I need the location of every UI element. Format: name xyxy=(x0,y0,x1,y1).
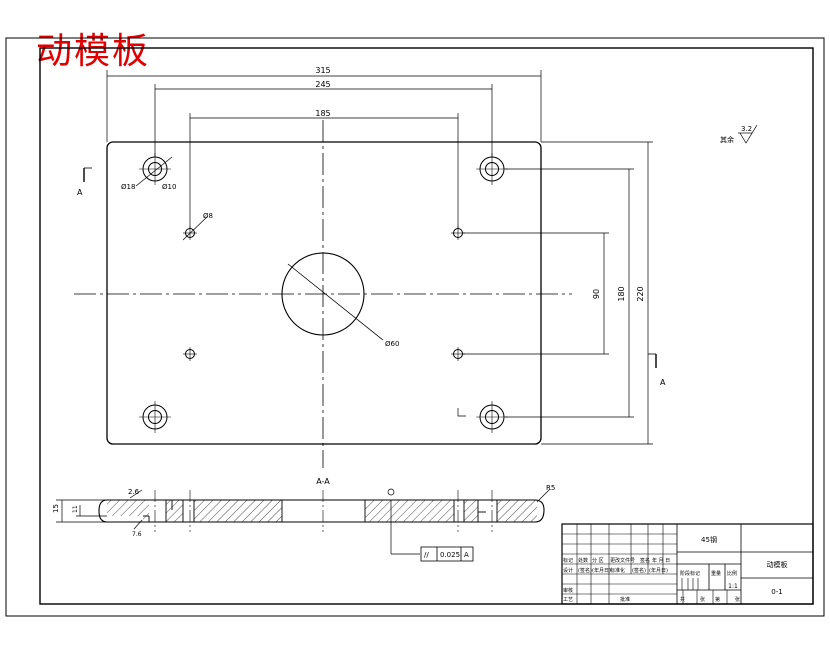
svg-text:工艺: 工艺 xyxy=(563,597,573,603)
dim-hole-span-height: 180 xyxy=(617,286,626,301)
svg-text:(年月日): (年月日) xyxy=(649,567,668,574)
title-block-material: 45钢 xyxy=(701,535,717,544)
thickness-dim xyxy=(56,499,107,523)
svg-text:签名: 签名 xyxy=(640,557,650,564)
small-hole-bl xyxy=(183,347,197,361)
svg-text:处数: 处数 xyxy=(578,557,588,564)
drawing-title: 动模板 xyxy=(36,31,151,72)
svg-text:更改文件号: 更改文件号 xyxy=(610,557,635,564)
svg-text:标记: 标记 xyxy=(563,557,573,564)
svg-text:(年月日): (年月日) xyxy=(592,567,611,574)
small-hole-br xyxy=(451,347,465,361)
dim-hole-span-width: 245 xyxy=(315,80,330,89)
surface-finish xyxy=(738,124,758,144)
tolerance-frame xyxy=(420,546,474,562)
tolerance-datum: A xyxy=(464,551,469,559)
dim-overall-height: 220 xyxy=(636,286,645,301)
small-hole-tr xyxy=(451,226,465,240)
section-view xyxy=(98,490,545,532)
dim-small-hole: Ø8 xyxy=(203,212,213,220)
title-block-drawing-number: 0-1 xyxy=(771,588,782,596)
dim-thickness: 15 xyxy=(52,504,60,513)
dim-center-hole: Ø60 xyxy=(385,340,399,348)
plate-outline xyxy=(106,141,542,445)
horizontal-dimensions xyxy=(106,70,542,228)
vertical-dimensions xyxy=(463,141,653,445)
note-step: 2.6 xyxy=(128,488,140,496)
dim-inner-height: 90 xyxy=(592,289,601,299)
svg-text:设计: 设计 xyxy=(563,567,573,574)
outer-frame xyxy=(5,37,825,617)
svg-text:共: 共 xyxy=(680,596,685,603)
svg-text:年 月 日: 年 月 日 xyxy=(652,557,670,564)
section-mark-left: A xyxy=(77,188,83,197)
svg-text:分 区: 分 区 xyxy=(592,557,604,564)
dim-counterbore: Ø18 xyxy=(121,183,135,191)
dim-bolt-hole: Ø10 xyxy=(162,183,176,191)
surface-finish-value: 3.2 xyxy=(741,125,752,133)
tolerance-symbol: // xyxy=(424,551,429,559)
svg-text:比例: 比例 xyxy=(727,570,737,577)
center-hole-leader xyxy=(287,263,384,341)
svg-text:(签名): (签名) xyxy=(632,567,646,574)
svg-text:张: 张 xyxy=(735,596,740,603)
top-view xyxy=(74,120,657,468)
svg-text:标准化: 标准化 xyxy=(610,567,625,574)
svg-text:第: 第 xyxy=(715,596,720,603)
svg-text:重量: 重量 xyxy=(711,570,721,577)
svg-text:张: 张 xyxy=(700,596,705,603)
section-mark-right: A xyxy=(660,378,666,387)
svg-text:(签名): (签名) xyxy=(578,567,592,574)
note-step-2: 7.6 xyxy=(132,531,142,538)
title-block-part-name: 动模板 xyxy=(767,560,788,569)
svg-text:审核: 审核 xyxy=(563,587,573,594)
surface-finish-label: 其余 xyxy=(720,135,734,144)
dim-step-depth: 11 xyxy=(72,505,79,513)
title-block xyxy=(561,523,814,605)
dim-edge-radius: R5 xyxy=(546,484,555,492)
dim-overall-width: 315 xyxy=(315,66,330,75)
title-block-labels: 标记 处数 分 区 更改文件号 签名 年 月 日 设计 (签名) (年月日) 标… xyxy=(563,557,740,603)
svg-text:阶段标记: 阶段标记 xyxy=(680,570,700,577)
inner-frame xyxy=(39,47,814,605)
svg-text:批准: 批准 xyxy=(620,596,630,603)
tolerance-value: 0.025 xyxy=(440,551,460,559)
dim-inner-span-width: 185 xyxy=(315,109,330,118)
title-block-scale: 1:1 xyxy=(728,583,738,590)
center-hole xyxy=(281,252,365,336)
section-title: A-A xyxy=(316,477,330,486)
